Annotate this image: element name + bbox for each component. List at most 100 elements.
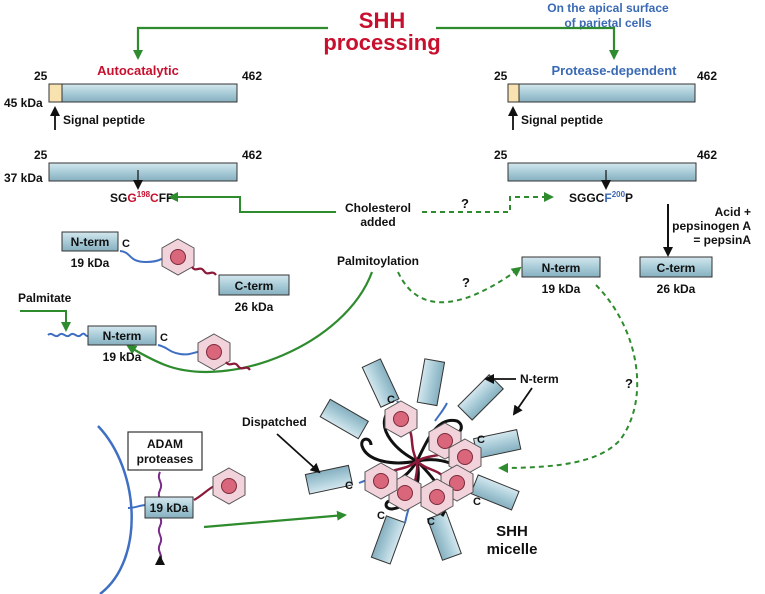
right-cterm-fragment: C-term 26 kDa xyxy=(639,256,713,296)
palmitoylated-nterm-box xyxy=(87,325,157,346)
micelle-name-line2: micelle xyxy=(487,541,538,558)
arrow-to-micelle xyxy=(203,510,347,529)
left-nterm-box xyxy=(61,231,119,252)
palmitoylation-arrow xyxy=(126,271,374,374)
right-residue-end: 462 xyxy=(697,69,717,83)
left-cleave-seq: SGG198CFP xyxy=(110,190,174,205)
palmitoylated-nterm-fragment: N-term 19 kDa C xyxy=(47,325,251,371)
left-residue-end-2: 462 xyxy=(242,148,262,162)
right-nterm-fragment: N-term 19 kDa xyxy=(521,256,601,296)
micelle-nterm-block xyxy=(361,358,400,408)
arrow-to-protease xyxy=(436,26,619,60)
micelle-c-letter: C xyxy=(387,394,395,406)
right-residue-start-2: 25 xyxy=(494,148,508,162)
left-nterm-fragment: N-term 19 kDa C xyxy=(61,231,217,276)
left-size-processed: 37 kDa xyxy=(4,171,43,185)
dispatched-label: Dispatched xyxy=(242,415,307,429)
cholesterol-question: ? xyxy=(461,196,469,211)
apical-note: On the apical surface of parietal cells xyxy=(547,1,669,30)
micelle-c-letter: C xyxy=(377,510,385,522)
cholesterol-line2: added xyxy=(360,215,395,229)
right-residue-end-2: 462 xyxy=(697,148,717,162)
palmitate-chain xyxy=(47,332,89,338)
palmitoylation-dashed-arrow xyxy=(397,266,522,304)
micelle-nterm-block xyxy=(319,398,369,440)
acid-line1: Acid + xyxy=(715,205,751,219)
title-line2: processing xyxy=(323,30,440,55)
micelle-nterm-pointer-label: N-term xyxy=(520,372,559,386)
micelle-cholesterol-icon xyxy=(384,400,418,438)
left-cterm-fragment: C-term 26 kDa xyxy=(218,274,290,314)
right-processed-bar xyxy=(507,162,697,182)
palmitoylation-label: Palmitoylation xyxy=(337,254,419,268)
palmitoylated-tail xyxy=(225,361,251,371)
right-nterm-label: N-term xyxy=(542,261,581,275)
left-cholesterol-icon xyxy=(161,238,195,276)
right-cterm-size: 26 kDa xyxy=(657,282,696,296)
right-cterm-label: C-term xyxy=(657,261,696,275)
micelle-nterm-block xyxy=(457,374,504,421)
micelle-name-line1: SHH xyxy=(496,523,528,540)
palmitate-label: Palmitate xyxy=(18,291,72,305)
membrane-nterm-box xyxy=(144,496,194,519)
left-signal-label: Signal peptide xyxy=(63,113,145,127)
micelle-core: C C C C C C xyxy=(304,358,522,565)
palmitoylated-cholesterol-icon xyxy=(197,333,231,371)
right-cleave-seq: SGGCF200P xyxy=(569,190,633,205)
right-signal-segment xyxy=(507,83,520,103)
adam-line1: ADAM xyxy=(147,437,183,451)
apical-note-line1: On the apical surface xyxy=(547,1,669,15)
micelle-nterm-block xyxy=(416,358,446,407)
palmitoylated-nterm-label: N-term xyxy=(103,329,142,343)
left-c-letter: C xyxy=(122,238,130,250)
arrow-to-autocatalytic xyxy=(133,26,328,60)
micelle-c-letter: C xyxy=(473,496,481,508)
right-residue-start: 25 xyxy=(494,69,508,83)
shh-micelle: C C C C C C Dispatched N-term ? SHH mice… xyxy=(242,284,639,565)
micelle-question: ? xyxy=(625,376,633,391)
right-precursor-bar xyxy=(518,83,696,103)
micelle-nterm-pointer-arrow-2 xyxy=(512,387,533,416)
right-cterm-box xyxy=(639,256,713,278)
left-cterm-label: C-term xyxy=(235,279,274,293)
palmitate-arrow xyxy=(20,310,71,332)
left-size-precursor: 45 kDa xyxy=(4,96,43,110)
membrane-cholesterol-icon xyxy=(212,467,246,505)
apical-note-line2: of parietal cells xyxy=(564,16,652,30)
micelle-c-letter: C xyxy=(477,434,485,446)
left-nterm-size: 19 kDa xyxy=(71,256,110,270)
palmitoylated-nterm-size: 19 kDa xyxy=(103,350,142,364)
left-processed-bar xyxy=(48,162,238,182)
title-block: SHH processing xyxy=(323,8,440,55)
cholesterol-arrow-left xyxy=(168,192,336,213)
palmitoylated-linker xyxy=(157,344,205,356)
left-precursor-bar xyxy=(61,83,238,103)
left-linker xyxy=(119,250,167,264)
palmitoylated-c-letter: C xyxy=(160,332,168,344)
left-tail xyxy=(191,266,217,276)
left-signal-segment xyxy=(48,83,63,103)
cholesterol-arrow-right xyxy=(422,192,554,213)
adam-box xyxy=(127,431,203,471)
micelle-nterm-block xyxy=(426,511,462,561)
micelle-nterm-block xyxy=(470,474,520,511)
membrane-nterm-size: 19 kDa xyxy=(150,501,189,515)
left-residue-end: 462 xyxy=(242,69,262,83)
dispatched-arrow xyxy=(276,433,321,474)
acid-line2: pepsinogen A xyxy=(672,219,751,233)
title-line1: SHH xyxy=(359,8,405,33)
cholesterol-line1: Cholesterol xyxy=(345,201,411,215)
left-cterm-size: 26 kDa xyxy=(235,300,274,314)
left-nterm-label: N-term xyxy=(71,235,110,249)
left-residue-start-2: 25 xyxy=(34,148,48,162)
right-nterm-size: 19 kDa xyxy=(542,282,581,296)
cell-membrane xyxy=(97,425,133,594)
left-residue-start: 25 xyxy=(34,69,48,83)
right-nterm-box xyxy=(521,256,601,278)
autocatalytic-label: Autocatalytic xyxy=(97,63,179,78)
palmitoylation-question: ? xyxy=(462,275,470,290)
micelle-c-letter: C xyxy=(427,516,435,528)
adam-line2: proteases xyxy=(137,452,194,466)
